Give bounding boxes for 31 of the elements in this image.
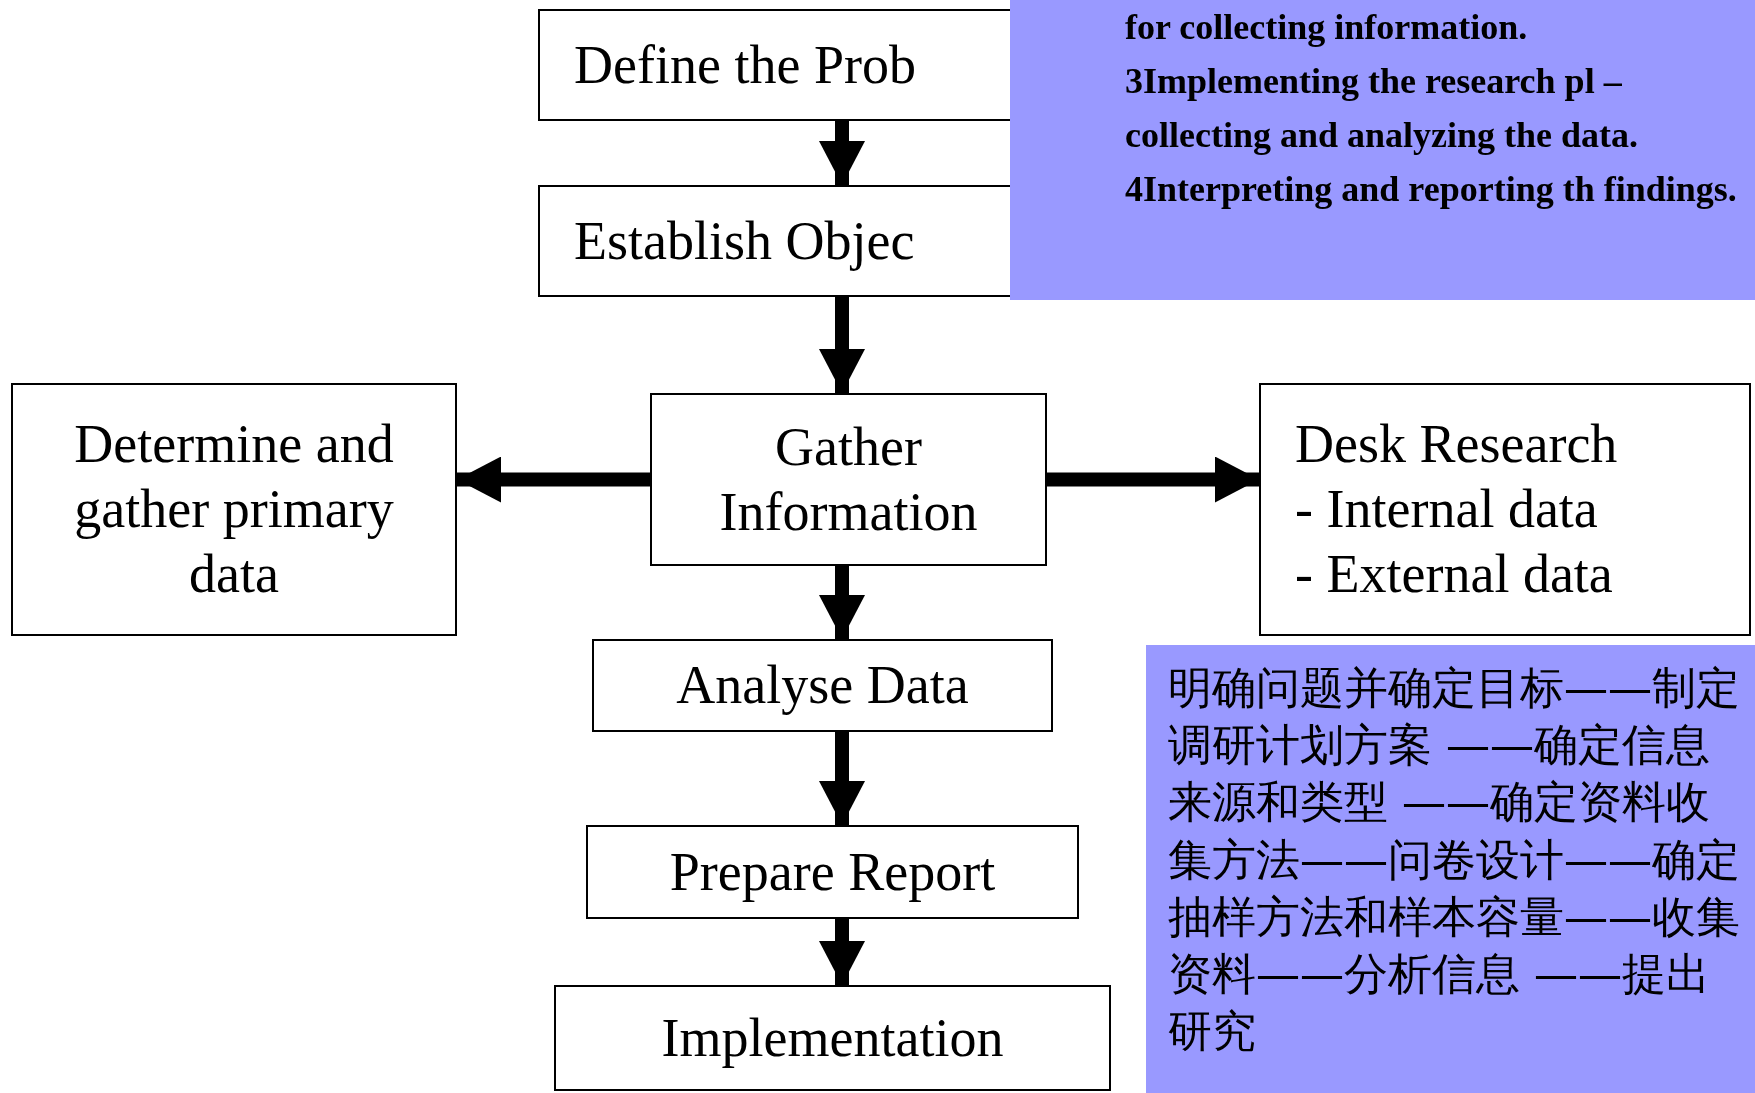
- box-label: - Internal data: [1295, 478, 1598, 542]
- arrow: [1047, 456, 1259, 503]
- arrow: [819, 297, 865, 393]
- box-label: Define the Prob: [574, 33, 916, 97]
- process-box: [650, 393, 1047, 566]
- process-box: [1259, 383, 1751, 636]
- process-box: [554, 985, 1111, 1091]
- box-label: Implementation: [660, 1006, 1005, 1070]
- note-text: 明确问题并确定目标——制定调研计划方案 ——确定信息来源和类型 ——确定资料收集方法——问卷设计——确定抽样方法和样本容量——收集资料——分析信息 ——提出研究: [1168, 661, 1741, 1059]
- arrow: [819, 919, 865, 985]
- arrow: [819, 566, 865, 639]
- box-label: Prepare Report: [668, 840, 997, 904]
- process-box: [586, 825, 1079, 919]
- arrow: [819, 732, 865, 825]
- arrow: [819, 121, 865, 185]
- box-label: Gather Information: [718, 415, 979, 544]
- box-label: Desk Research: [1295, 413, 1618, 477]
- box-label: Analyse Data: [675, 654, 970, 718]
- process-box: [538, 185, 1010, 297]
- note-text: 4Interpreting and reporting th findings.: [1125, 168, 1738, 211]
- note-text: 3Implementing the research pl – collecting and analyzing the data.: [1125, 60, 1640, 157]
- note-panel: [1146, 645, 1755, 1093]
- process-box: [538, 9, 1010, 121]
- box-label: - External data: [1295, 542, 1613, 606]
- box-label: Determine and gather primary data: [73, 413, 395, 606]
- arrow: [457, 456, 650, 503]
- process-box: [11, 383, 457, 636]
- box-label: Establish Objec: [574, 209, 915, 273]
- process-box: [592, 639, 1053, 732]
- note-text: for collecting information.: [1125, 6, 1529, 49]
- note-panel: [1010, 0, 1755, 300]
